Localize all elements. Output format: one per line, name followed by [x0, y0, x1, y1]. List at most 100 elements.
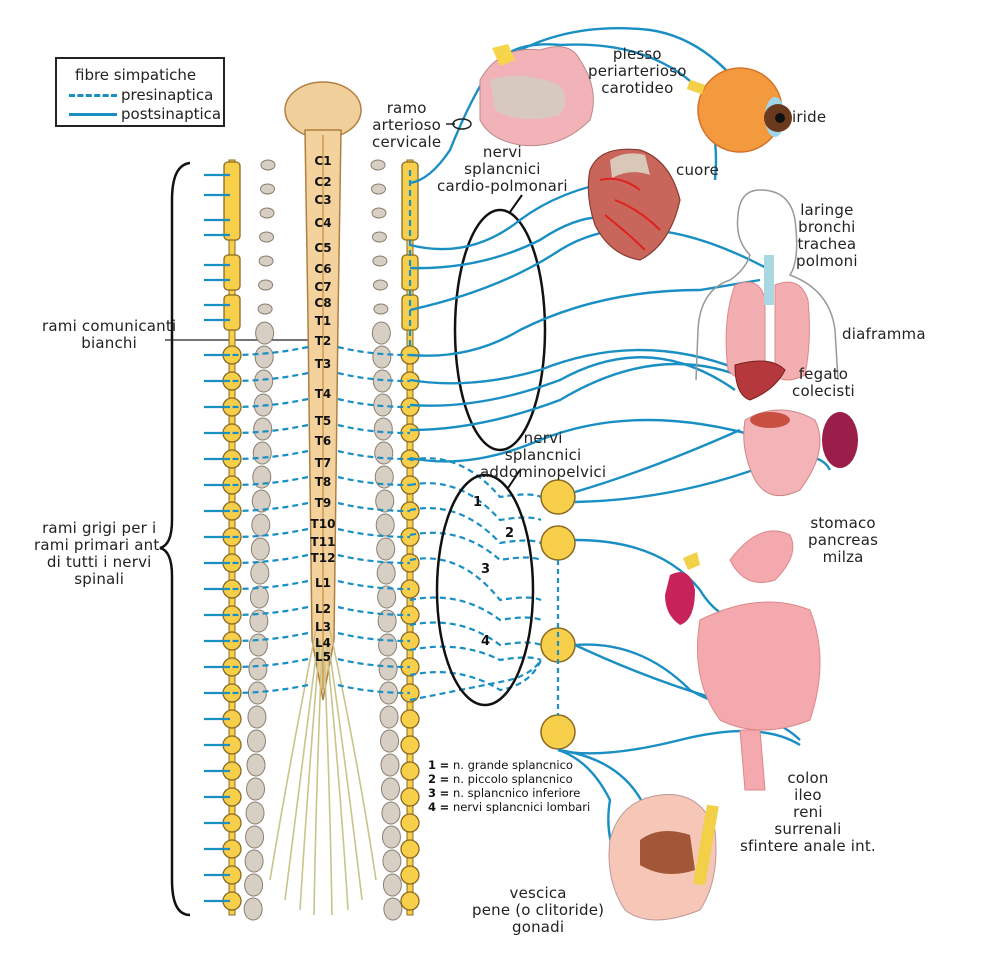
label-line: vescica	[509, 884, 567, 902]
head-nasal-section	[479, 44, 594, 147]
stomach-pancreas-spleen	[743, 409, 858, 497]
right-sympathetic-chain	[400, 159, 420, 916]
vertebra	[246, 777, 266, 801]
legend-label: postsinaptica	[121, 105, 222, 123]
preganglionic-fibre	[409, 645, 542, 662]
cervical-ganglion	[223, 294, 241, 331]
label-line: bianchi	[81, 334, 138, 352]
label-line: iride	[792, 108, 827, 126]
vertebra	[243, 897, 263, 921]
vertebra	[373, 417, 393, 441]
splanchnic-number-2: 2	[505, 526, 514, 541]
hypogastric-ganglion	[540, 714, 576, 750]
label-line: plesso	[612, 45, 662, 63]
preganglionic-fibre	[409, 557, 542, 602]
vertebra	[381, 801, 401, 825]
vertebra	[382, 849, 402, 873]
label-line: surrenali	[774, 820, 842, 838]
solid-line-swatch	[69, 112, 117, 116]
preganglionic-fibre	[409, 659, 543, 692]
label-line: periarterioso	[588, 62, 687, 80]
label-line: nervi	[523, 429, 563, 447]
vertebra	[260, 159, 276, 171]
label-line: laringe	[800, 201, 854, 219]
vertebra	[380, 753, 400, 777]
vertebra	[253, 417, 273, 441]
chain-ganglion	[400, 709, 420, 729]
vertebra	[251, 513, 271, 537]
equals-sign: =	[439, 786, 450, 800]
preganglionic-fibre	[337, 423, 411, 435]
label-line: stomaco	[810, 514, 876, 532]
label-line: fegato	[798, 365, 849, 383]
preganglionic-fibre	[337, 631, 411, 643]
preganglionic-fibre	[337, 501, 411, 513]
legend-item-postsynaptic: postsinaptica	[69, 105, 221, 123]
spinal-segment-c4: C4	[314, 216, 331, 230]
cervical-ganglion	[223, 254, 241, 291]
spinal-segment-l1: L1	[315, 576, 331, 590]
label-line: diaframma	[842, 325, 926, 343]
key-row-2: 2 = n. piccolo splancnico	[428, 772, 590, 786]
key-text: nervi splancnici lombari	[452, 800, 591, 814]
eye	[686, 67, 792, 153]
vertebra	[246, 753, 266, 777]
preganglionic-fibre	[337, 579, 411, 591]
chain-ganglion	[400, 839, 420, 859]
preganglionic-fibre	[231, 553, 309, 565]
key-text: n. splancnico inferiore	[452, 786, 581, 800]
key-row-4: 4 = nervi splancnici lombari	[428, 800, 590, 814]
key-number: 3	[428, 786, 437, 800]
preganglionic-fibre	[409, 507, 542, 545]
preganglionic-fibre	[231, 527, 309, 539]
vertebra	[372, 279, 388, 291]
spinal-segment-t3: T3	[315, 357, 332, 371]
label-line: nervi	[482, 143, 522, 161]
vertebra	[258, 279, 274, 291]
celiac-ganglion	[540, 479, 576, 515]
intestines	[697, 530, 821, 791]
vertebra	[247, 705, 267, 729]
label-line: rami comunicanti	[42, 317, 177, 335]
label-laringe-polmoni: laringe bronchi trachea polmoni	[796, 202, 858, 270]
torso-outline	[695, 189, 839, 381]
label-line: addominopelvici	[480, 463, 607, 481]
preganglionic-fibre	[231, 579, 309, 591]
preganglionic-fibre	[409, 482, 542, 522]
label-stomaco-pancreas-milza: stomaco pancreas milza	[808, 515, 878, 566]
spinal-segment-t8: T8	[315, 475, 332, 489]
vertebra	[248, 633, 268, 657]
label-line: splancnici	[504, 446, 582, 464]
label-line: cardio-polmonari	[437, 177, 568, 195]
label-line: arterioso	[372, 116, 442, 134]
vertebra	[248, 657, 268, 681]
spinal-segment-t6: T6	[315, 434, 332, 448]
cervical-ganglion	[223, 161, 241, 241]
spinal-segment-c7: C7	[314, 280, 331, 294]
chain-ganglion	[400, 501, 420, 521]
vertebra	[258, 255, 274, 267]
preganglionic-fibre	[337, 449, 411, 461]
spinal-segment-c5: C5	[314, 241, 331, 255]
vertebra	[374, 441, 394, 465]
vertebra	[249, 585, 269, 609]
vertebra	[254, 345, 274, 369]
liver	[734, 360, 786, 401]
spinal-segment-t7: T7	[315, 456, 332, 470]
spinal-segment-labels: C1C2C3C4C5C6C7C8T1T2T3T4T5T6T7T8T9T10T11…	[311, 154, 336, 664]
vertebra	[380, 729, 400, 753]
cardio-oval-pointer	[509, 194, 523, 213]
vertebra	[255, 321, 275, 345]
equals-sign: =	[439, 772, 450, 786]
preganglionic-fibre	[337, 683, 411, 695]
chain-ganglion	[400, 761, 420, 781]
label-line: bronchi	[798, 218, 856, 236]
vertebra	[372, 255, 388, 267]
lungs	[725, 255, 810, 382]
label-fegato-colecisti: fegato colecisti	[792, 366, 855, 400]
key-number: 1	[428, 758, 437, 772]
spinal-segment-t12: T12	[311, 551, 336, 565]
spinal-segment-l2: L2	[315, 602, 331, 616]
spinal-segment-c1: C1	[314, 154, 331, 168]
equals-sign: =	[439, 758, 450, 772]
